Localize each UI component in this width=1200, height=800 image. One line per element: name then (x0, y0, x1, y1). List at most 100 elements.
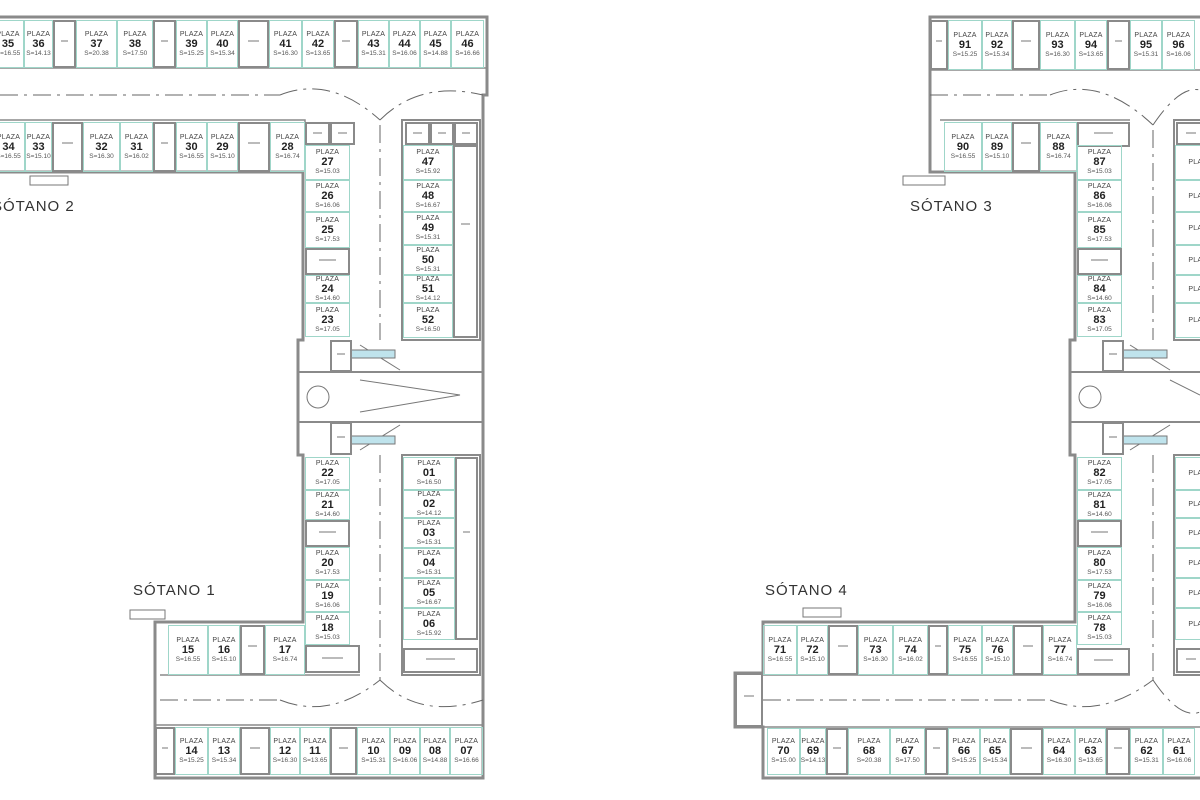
space-number: 93 (1051, 38, 1064, 51)
space-label: PLAZA (898, 636, 923, 644)
space-label: PLAZA (1048, 636, 1072, 644)
space-label: PLAZA (416, 246, 440, 254)
storage-room (828, 625, 858, 675)
space-area: S=14.88 (422, 756, 448, 764)
space-number: 49 (421, 222, 435, 235)
space-label: PLAZA (315, 149, 340, 157)
space-number: 09 (398, 744, 412, 757)
parking-space-clipped: PLAZA (1175, 457, 1200, 490)
storage-room (454, 122, 478, 145)
inner-wall-sotano2-row2 (0, 119, 306, 122)
storage-room (155, 727, 175, 775)
space-area: S=16.50 (416, 479, 442, 487)
space-number: 87 (1093, 156, 1106, 169)
storage-room (403, 648, 478, 673)
space-label: PLAZA (1188, 559, 1200, 567)
space-number: 44 (398, 37, 411, 50)
space-area: S=16.30 (272, 756, 298, 764)
space-label: PLAZA (952, 738, 976, 746)
space-number: 64 (1052, 745, 1066, 758)
space-label: PLAZA (1087, 460, 1112, 468)
aisle-curve-s4 (1049, 679, 1200, 714)
aisle-curve-s3 (1049, 88, 1200, 126)
space-number: 38 (128, 37, 142, 50)
space-area: S=15.25 (952, 50, 978, 58)
space-label: PLAZA (273, 30, 298, 38)
space-area: S=15.10 (985, 655, 1010, 663)
space-label: PLAZA (1087, 491, 1112, 499)
parking-space-clipped: PLAZA (1175, 303, 1200, 338)
space-label: PLAZA (455, 30, 480, 38)
space-label: PLAZA (951, 133, 975, 141)
space-area: S=16.30 (1045, 50, 1070, 58)
space-number: 89 (990, 140, 1004, 153)
circulation-lines (0, 88, 1200, 714)
glass-right-top (1121, 349, 1168, 359)
space-label: PLAZA (423, 30, 448, 38)
space-area: S=15.10 (211, 655, 237, 663)
stair-s1 (129, 609, 166, 620)
space-area: S=20.38 (856, 757, 882, 765)
space-label: PLAZA (895, 738, 920, 746)
space-label: PLAZA (953, 636, 977, 644)
space-area: S=16.02 (124, 152, 149, 160)
space-label: PLAZA (1134, 31, 1158, 39)
space-area: S=15.31 (361, 756, 386, 764)
space-area: S=16.55 (0, 49, 21, 57)
space-number: 74 (904, 643, 917, 656)
space-area: S=15.92 (416, 629, 442, 637)
space-label: PLAZA (273, 737, 297, 745)
space-number: 86 (1093, 189, 1106, 202)
space-number: 41 (279, 37, 292, 50)
glass-left-bottom (349, 435, 396, 445)
space-area: S=16.06 (392, 756, 418, 764)
space-label: PLAZA (1046, 133, 1071, 141)
space-label: PLAZA (985, 31, 1009, 39)
space-label: PLAZA (179, 133, 204, 141)
space-number: 66 (957, 745, 971, 758)
space-area: S=15.25 (951, 757, 977, 765)
space-label: PLAZA (417, 610, 441, 618)
storage-room (330, 422, 352, 455)
space-area: S=16.02 (898, 655, 923, 663)
space-label: PLAZA (1188, 159, 1200, 166)
storage-room (928, 625, 948, 675)
island-right-column-left-bottom (401, 454, 481, 676)
space-label: PLAZA (1087, 306, 1112, 314)
space-label: PLAZA (315, 491, 340, 499)
space-area: S=15.25 (179, 49, 204, 57)
storage-room (305, 248, 350, 275)
space-number: 50 (421, 253, 435, 266)
deposit-circle-right (1078, 385, 1102, 409)
space-number: 45 (429, 37, 442, 50)
storage-room (305, 122, 330, 145)
space-number: 01 (422, 467, 436, 480)
space-label: PLAZA (212, 636, 236, 644)
space-label: PLAZA (1188, 529, 1200, 537)
space-number: 81 (1093, 498, 1106, 511)
space-label: PLAZA (1045, 31, 1070, 39)
plan-label-sotano-2: SÓTANO 2 (0, 198, 75, 215)
space-area: S=16.55 (0, 152, 21, 160)
space-area: S=17.53 (315, 235, 340, 243)
storage-room (305, 645, 360, 673)
plan-label-sotano-4: SÓTANO 4 (765, 582, 848, 599)
space-number: 33 (32, 140, 45, 153)
parking-space-clipped: PLAZA (1175, 275, 1200, 303)
